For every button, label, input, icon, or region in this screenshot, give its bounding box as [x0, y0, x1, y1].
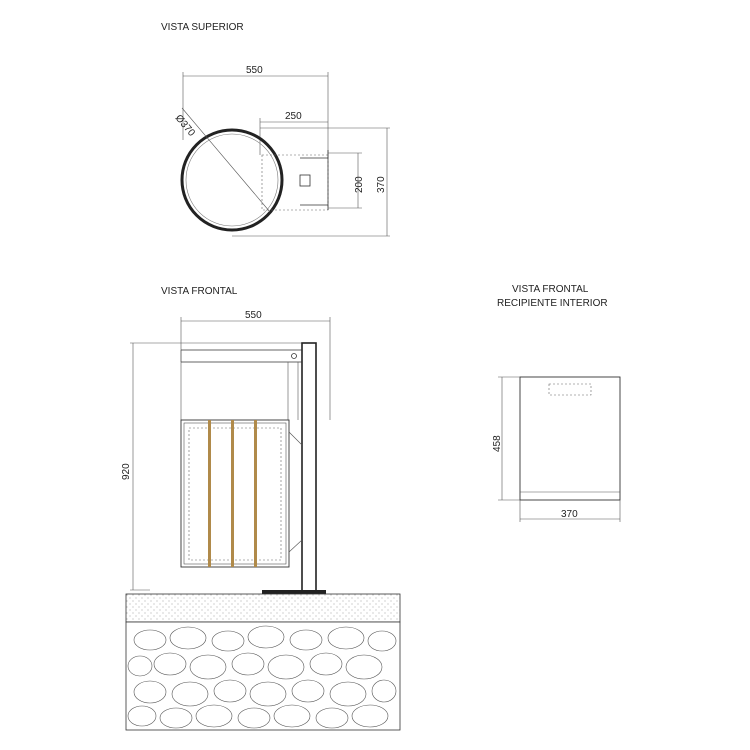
bin-circle-inner	[185, 133, 279, 227]
slat-3	[254, 420, 257, 567]
bin-circle-outer	[180, 128, 284, 232]
inner-dim-width-label: 370	[561, 509, 578, 520]
post-base-plate	[262, 590, 326, 594]
ground-section	[125, 593, 401, 731]
inner-view-title-1: VISTA FRONTAL	[512, 284, 589, 295]
top-dim-bracket: 200	[328, 152, 365, 209]
inner-dim-width: 370	[519, 500, 621, 522]
slat-1	[208, 420, 211, 567]
top-dim-depth-label: 370	[376, 176, 387, 193]
front-dim-width-label: 550	[245, 310, 262, 321]
inner-bin	[519, 376, 621, 501]
front-dim-height-label: 920	[121, 463, 132, 480]
top-dim-inner: 250	[259, 111, 328, 155]
top-dim-width: 550	[182, 65, 329, 158]
top-dim-diameter-label: Ø370	[173, 113, 197, 139]
front-bin	[180, 419, 303, 568]
top-view: VISTA SUPERIOR 550 250 Ø370	[161, 22, 390, 237]
inner-view: VISTA FRONTAL RECIPIENTE INTERIOR 458 37…	[492, 284, 621, 522]
inner-view-title-2: RECIPIENTE INTERIOR	[497, 298, 608, 309]
front-post	[180, 342, 326, 594]
stone-pattern	[127, 625, 397, 729]
top-dim-bracket-label: 200	[354, 176, 365, 193]
top-view-title: VISTA SUPERIOR	[161, 22, 244, 33]
front-dim-height: 920	[121, 342, 305, 591]
front-view-title: VISTA FRONTAL	[161, 286, 238, 297]
top-dim-depth: 370	[232, 127, 390, 237]
inner-dim-height: 458	[492, 376, 520, 501]
front-dim-width: 550	[180, 310, 331, 420]
top-bracket	[261, 150, 329, 211]
front-view: VISTA FRONTAL 550 920	[121, 286, 331, 594]
top-dim-inner-label: 250	[285, 111, 302, 122]
inner-dim-height-label: 458	[492, 435, 503, 452]
slat-2	[231, 420, 234, 567]
top-dim-width-label: 550	[246, 65, 263, 76]
